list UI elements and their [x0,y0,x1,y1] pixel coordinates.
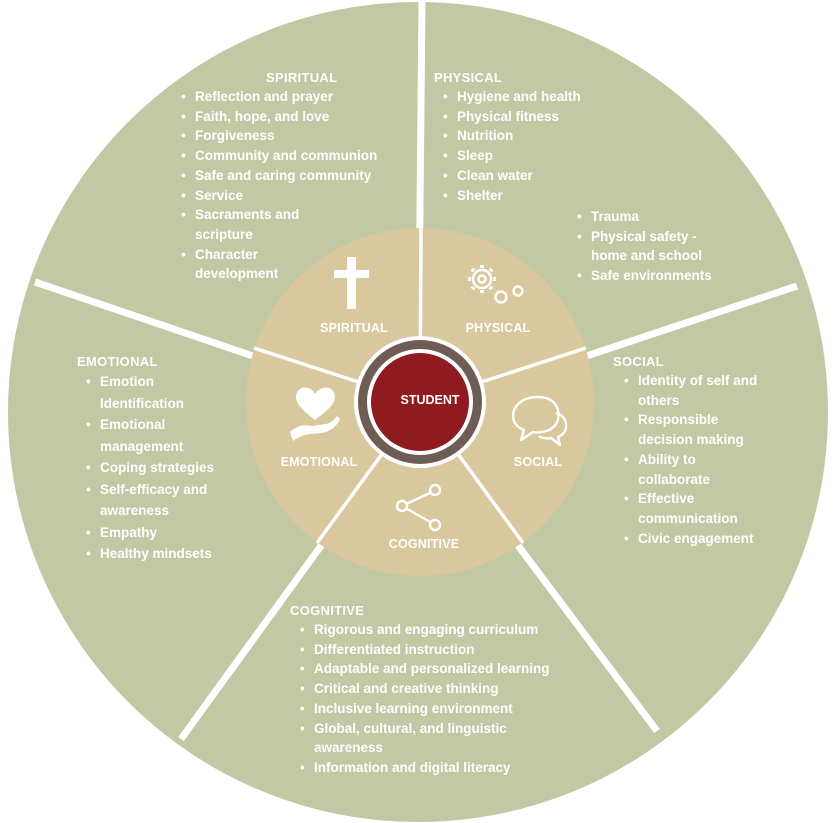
list-item: Coping strategies [85,457,247,479]
emotional-list: Emotion Identification Emotional managem… [85,371,247,565]
list-item: Sacraments and scripture [180,205,325,244]
list-item: Empathy [85,522,247,544]
list-item: Service [180,186,420,206]
list-item: Trauma [576,207,736,227]
list-item: Critical and creative thinking [299,679,590,699]
heart-in-hand-icon [290,387,340,441]
list-item: Emotion Identification [85,371,210,414]
list-item: Adaptable and personalized learning [299,659,590,679]
list-item: Information and digital literacy [299,758,590,778]
list-item: Differentiated instruction [299,640,590,660]
inner-label-social: SOCIAL [513,455,563,469]
section-heading-cognitive: COGNITIVE [290,603,365,618]
section-social: SOCIAL Identity of self and others Respo… [613,354,783,548]
share-nodes-icon [395,483,442,532]
physical-list: Hygiene and health Physical fitness Nutr… [442,87,634,205]
list-item: Ability to collaborate [623,450,728,489]
list-item: Character development [180,245,305,284]
social-list: Identity of self and others Responsible … [623,371,783,548]
list-item: Identity of self and others [623,371,773,410]
physical-safety-list: Trauma Physical safety - home and school… [576,207,736,286]
section-spiritual: SPIRITUAL Reflection and prayer Faith, h… [180,70,420,284]
list-item: Forgiveness [180,126,420,146]
list-item: Inclusive learning environment [299,699,590,719]
hub-center [371,353,469,451]
list-item: Emotional management [85,414,210,457]
section-heading-social: SOCIAL [613,354,664,369]
cognitive-list: Rigorous and engaging curriculum Differe… [299,620,590,778]
list-item: Self-efficacy and awareness [85,479,225,522]
list-item: Responsible decision making [623,410,763,449]
list-item: Clean water [442,166,634,186]
center-label-student: STUDENT [400,393,460,407]
list-item: Safe and caring community [180,166,420,186]
inner-label-physical: PHYSICAL [465,321,531,335]
list-item: Sleep [442,146,634,166]
section-heading-spiritual: SPIRITUAL [266,70,338,85]
list-item: Reflection and prayer [180,87,420,107]
list-item: Community and communion [180,146,420,166]
list-item: Healthy mindsets [85,543,247,565]
section-heading-physical: PHYSICAL [434,70,503,85]
list-item: Safe environments [576,266,736,286]
list-item: Nutrition [442,126,634,146]
section-heading-emotional: EMOTIONAL [77,354,158,369]
list-item: Physical fitness [442,107,634,127]
inner-label-emotional: EMOTIONAL [280,455,358,469]
list-item: Physical safety - home and school [576,227,721,266]
list-item: Effective communication [623,489,768,528]
speech-bubbles-icon [511,395,568,447]
inner-label-cognitive: COGNITIVE [388,537,460,551]
section-cognitive: COGNITIVE Rigorous and engaging curricul… [290,603,590,778]
list-item: Shelter [442,186,634,206]
list-item: Global, cultural, and linguistic awarene… [299,719,554,758]
cross-icon [334,257,369,309]
section-physical: PHYSICAL Hygiene and health Physical fit… [434,70,634,205]
list-item: Faith, hope, and love [180,107,420,127]
section-emotional: EMOTIONAL Emotion Identification Emotion… [77,354,247,565]
gears-icon [468,265,524,304]
list-item: Civic engagement [623,529,783,549]
list-item: Rigorous and engaging curriculum [299,620,590,640]
spiritual-list: Reflection and prayer Faith, hope, and l… [180,87,420,284]
section-physical-safety: Trauma Physical safety - home and school… [576,207,736,286]
inner-label-spiritual: SPIRITUAL [320,321,388,335]
outer-dividers [33,1,799,742]
list-item: Hygiene and health [442,87,634,107]
